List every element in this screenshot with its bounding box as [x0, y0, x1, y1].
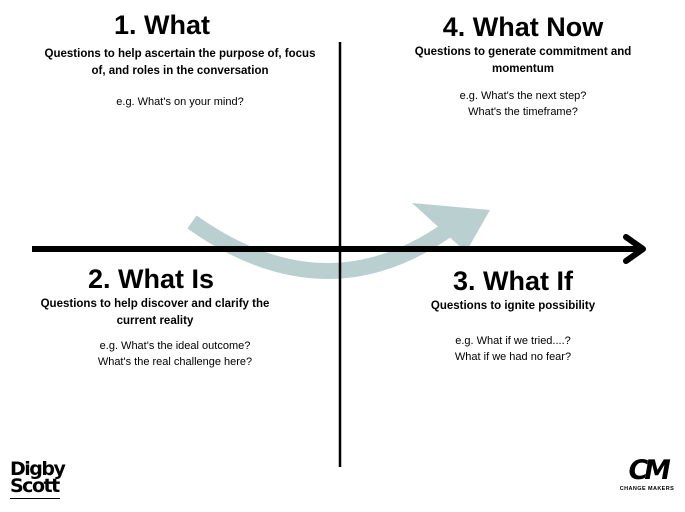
quadrant-description: Questions to help discover and clarify t…	[40, 298, 270, 327]
cm-logo-mark: CM	[625, 455, 670, 486]
quadrant-what-now: 4. What Now Questions to generate commit…	[398, 12, 648, 120]
quadrant-description: Questions to help ascertain the purpose …	[44, 48, 316, 77]
quadrant-title: 4. What Now	[442, 12, 604, 42]
example-question: What's the real challenge here?	[97, 356, 253, 368]
example-question: e.g. What's the next step?	[459, 90, 587, 102]
example-question: e.g. What's the ideal outcome?	[99, 340, 251, 352]
digby-scott-logo: Digby Scott	[10, 458, 70, 499]
flow-arrow-curve	[187, 215, 463, 279]
logo-text-line1: Digby	[10, 458, 66, 480]
example-question: e.g. What's on your mind?	[116, 96, 244, 108]
logo-text-line2: Scott	[10, 475, 60, 497]
cm-logo-caption: CHANGE MAKERS	[619, 486, 675, 492]
quadrant-what-if: 3. What If Questions to ignite possibili…	[428, 266, 598, 365]
quadrant-examples: e.g. What's on your mind?	[40, 94, 320, 110]
example-question: e.g. What if we tried....?	[455, 335, 571, 347]
quadrant-title: 1. What	[114, 10, 211, 40]
horizontal-axis-arrowhead	[623, 234, 646, 264]
quadrant-description: Questions to ignite possibility	[430, 300, 596, 312]
quadrant-examples: e.g. What's the next step? What's the ti…	[398, 88, 648, 120]
quadrant-examples: e.g. What's the ideal outcome? What's th…	[30, 338, 280, 370]
example-question: What's the timeframe?	[468, 106, 578, 118]
quadrant-title: 2. What Is	[88, 264, 215, 294]
change-makers-logo: CM CHANGE MAKERS	[614, 455, 680, 492]
example-question: What if we had no fear?	[454, 351, 572, 363]
flow-arrow-head	[412, 203, 490, 252]
quadrant-title: 3. What If	[453, 266, 573, 296]
quadrant-examples: e.g. What if we tried....? What if we ha…	[428, 333, 598, 365]
quadrant-what: 1. What Questions to help ascertain the …	[40, 10, 320, 110]
quadrant-what-is: 2. What Is Questions to help discover an…	[30, 264, 280, 370]
logo-underline	[10, 498, 60, 499]
quadrant-description: Questions to generate commitment and mom…	[414, 46, 632, 75]
